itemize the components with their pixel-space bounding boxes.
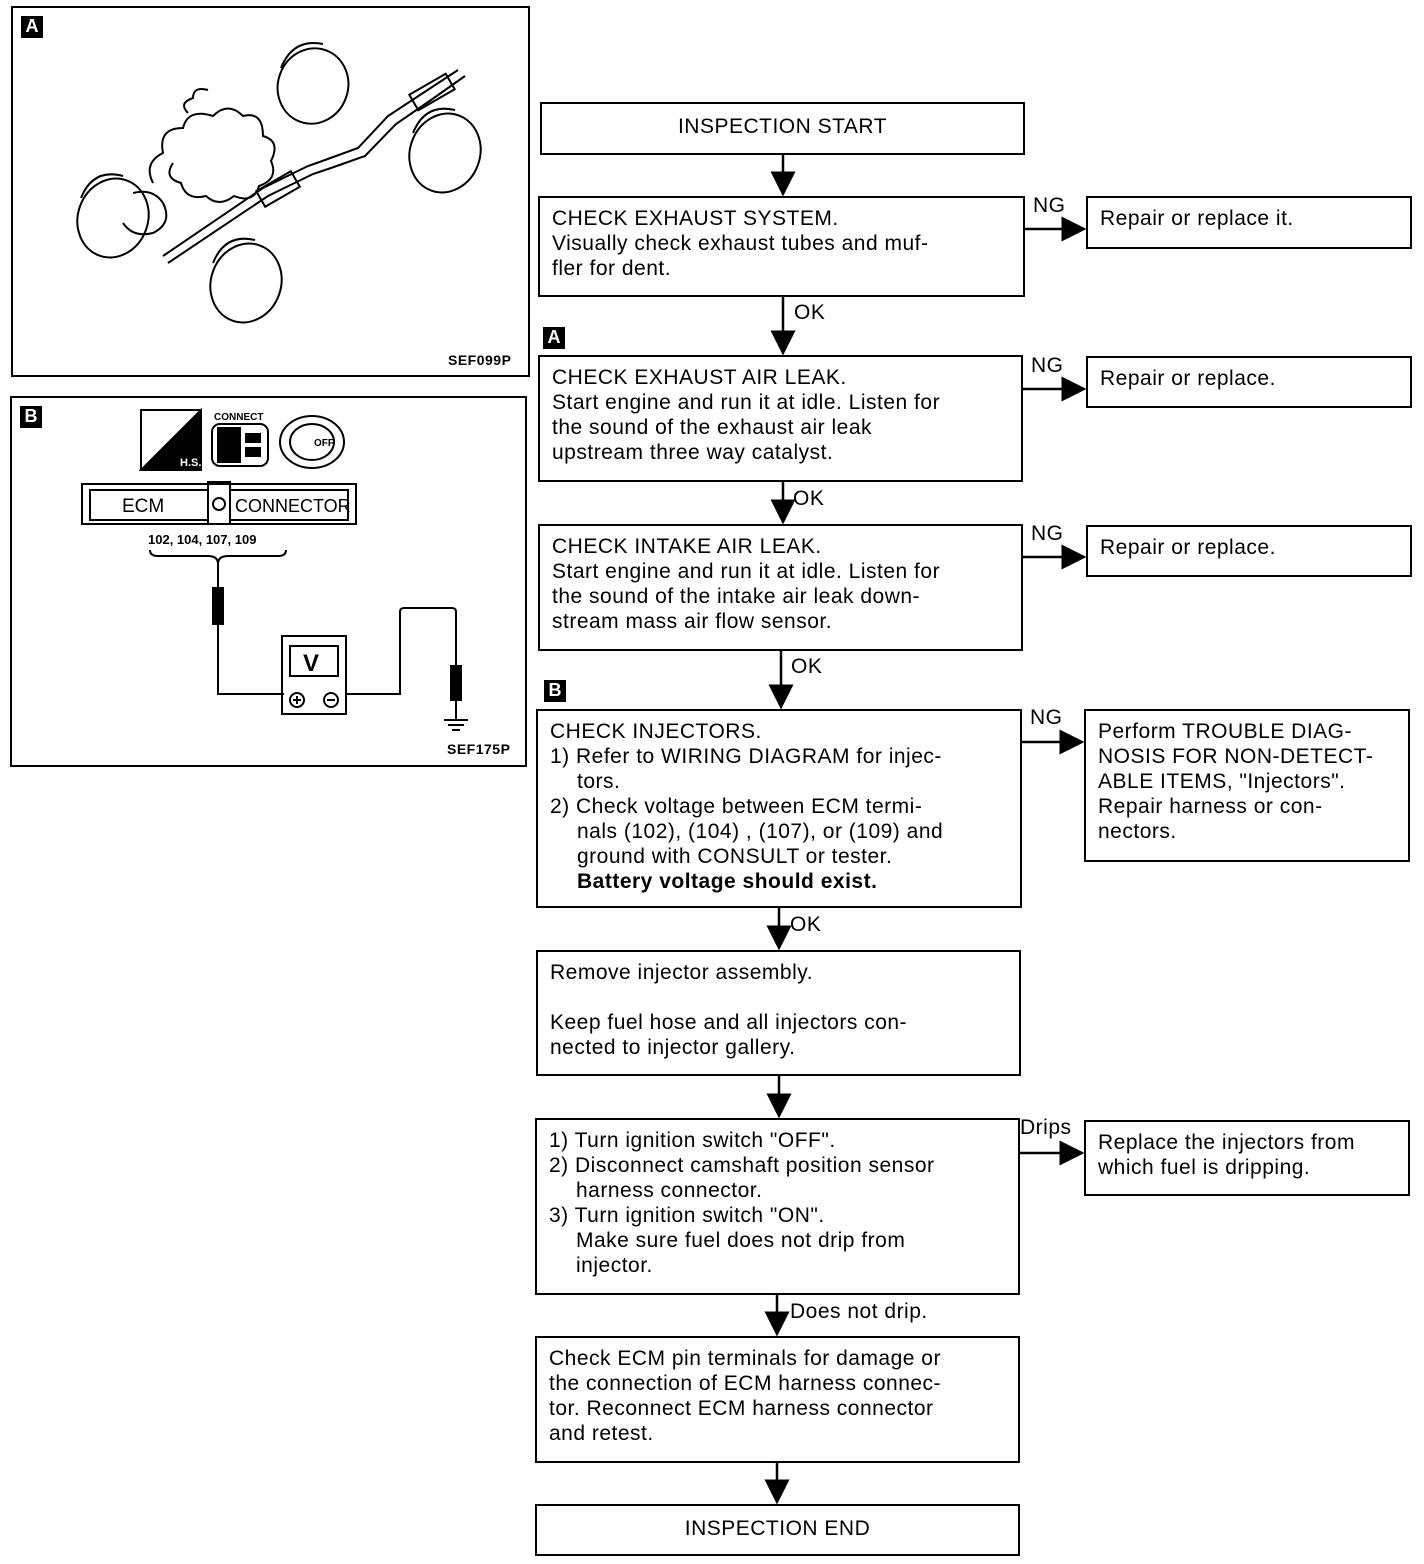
illustration-panel-a: A SEF099P <box>11 6 530 377</box>
panel-b-code: SEF175P <box>447 741 511 757</box>
step1-line: fler for dent. <box>552 257 672 280</box>
check-exhaust-air-leak-box: CHECK EXHAUST AIR LEAK. Start engine and… <box>538 355 1023 482</box>
step3-line: CHECK INTAKE AIR LEAK. <box>552 535 822 558</box>
connect-label: CONNECT <box>214 412 263 423</box>
step4-line: 2) Check voltage between ECM termi- <box>550 795 923 818</box>
step5-line: Keep fuel hose and all injectors con- <box>550 1011 908 1034</box>
step2-line: upstream three way catalyst. <box>552 441 834 464</box>
voltmeter-icon <box>281 635 347 715</box>
step4-ng-line: NOSIS FOR NON-DETECT- <box>1098 745 1374 768</box>
panel-a-code: SEF099P <box>448 352 512 368</box>
step3-line: Start engine and run it at idle. Listen … <box>552 560 941 583</box>
ng-label: NG <box>1031 354 1064 377</box>
panel-b-tag: B <box>20 406 42 428</box>
check-intake-air-leak-box: CHECK INTAKE AIR LEAK. Start engine and … <box>538 524 1023 651</box>
ok-label: OK <box>790 913 822 936</box>
step6-line: 1) Turn ignition switch "OFF". <box>549 1129 836 1152</box>
step4-line: 1) Refer to WIRING DIAGRAM for injec- <box>550 745 942 768</box>
step5-line: nected to injector gallery. <box>550 1036 796 1059</box>
step1-line: CHECK EXHAUST SYSTEM. <box>552 207 839 230</box>
trouble-diagnosis-box: Perform TROUBLE DIAG- NOSIS FOR NON-DETE… <box>1084 709 1410 862</box>
wiring-diagram: H.S. CONNECT OFF ECM CONNECTOR 102, 104,… <box>81 407 468 731</box>
connect-symbol-icon <box>211 423 269 467</box>
step2-tag: A <box>543 327 565 349</box>
step4-emphasis: Battery voltage should exist. <box>577 870 878 893</box>
step6-line: Make sure fuel does not drip from <box>576 1229 906 1252</box>
connector-label: CONNECTOR <box>235 496 351 516</box>
check-exhaust-system-box: CHECK EXHAUST SYSTEM. Visually check exh… <box>538 196 1025 297</box>
drips-label: Drips <box>1020 1116 1072 1139</box>
ok-label: OK <box>791 655 823 678</box>
ok-label: OK <box>793 487 825 510</box>
exhaust-system-illustration <box>76 42 482 324</box>
step5-line: Remove injector assembly. <box>550 961 814 984</box>
illustration-panel-b: B <box>10 396 527 767</box>
step4-title: CHECK INJECTORS. <box>550 720 762 743</box>
ok-label: OK <box>794 301 826 324</box>
does-not-drip-label: Does not drip. <box>790 1300 928 1323</box>
step4-line: ground with CONSULT or tester. <box>577 845 893 868</box>
terminals-label: 102, 104, 107, 109 <box>148 532 256 547</box>
step4-ng-line: Perform TROUBLE DIAG- <box>1098 720 1352 743</box>
hs-label: H.S. <box>180 457 201 469</box>
step6-branch-line: Replace the injectors from <box>1098 1131 1355 1154</box>
step7-line: and retest. <box>549 1422 654 1445</box>
step3-line: the sound of the intake air leak down- <box>552 585 921 608</box>
step1-line: Visually check exhaust tubes and muf- <box>552 232 929 255</box>
replace-injectors-box: Replace the injectors from which fuel is… <box>1084 1120 1410 1196</box>
repair-replace-it-box: Repair or replace it. <box>1086 196 1412 249</box>
ignition-key-icon <box>279 415 345 469</box>
inspection-end-label: INSPECTION END <box>684 1517 871 1540</box>
step3-ng-label: Repair or replace. <box>1100 536 1276 559</box>
step7-line: the connection of ECM harness connec- <box>549 1372 942 1395</box>
step7-line: tor. Reconnect ECM harness connector <box>549 1397 934 1420</box>
step6-branch-line: which fuel is dripping. <box>1098 1156 1311 1179</box>
step4-tag: B <box>544 680 566 702</box>
step2-ng-label: Repair or replace. <box>1100 367 1276 390</box>
step6-line: injector. <box>576 1254 653 1277</box>
step4-ng-line: Repair harness or con- <box>1098 795 1323 818</box>
step6-line: 2) Disconnect camshaft position sensor <box>549 1154 935 1177</box>
inspection-start-label: INSPECTION START <box>677 115 888 138</box>
step6-line: 3) Turn ignition switch "ON". <box>549 1204 825 1227</box>
panel-a-tag: A <box>21 16 43 38</box>
step4-line: nals (102), (104) , (107), or (109) and <box>577 820 944 843</box>
step2-line: Start engine and run it at idle. Listen … <box>552 391 941 414</box>
inspection-start-box: INSPECTION START <box>540 102 1025 155</box>
check-injectors-box: CHECK INJECTORS. 1) Refer to WIRING DIAG… <box>536 709 1022 908</box>
check-ecm-terminals-box: Check ECM pin terminals for damage or th… <box>535 1336 1020 1463</box>
step4-line: tors. <box>577 770 621 793</box>
step2-line: the sound of the exhaust air leak <box>552 416 873 439</box>
ng-label: NG <box>1033 194 1066 217</box>
ecm-label: ECM <box>122 496 164 517</box>
meter-label: V <box>303 650 319 677</box>
inspection-end-box: INSPECTION END <box>535 1504 1020 1556</box>
repair-replace-box-1: Repair or replace. <box>1086 356 1412 408</box>
step6-line: harness connector. <box>576 1179 763 1202</box>
ng-label: NG <box>1030 706 1063 729</box>
step4-ng-line: ABLE ITEMS, "Injectors". <box>1098 770 1346 793</box>
step4-ng-line: nectors. <box>1098 820 1177 843</box>
remove-injector-box: Remove injector assembly. Keep fuel hose… <box>536 950 1021 1076</box>
step3-line: stream mass air flow sensor. <box>552 610 833 633</box>
ignition-check-box: 1) Turn ignition switch "OFF". 2) Discon… <box>535 1118 1020 1295</box>
repair-replace-box-2: Repair or replace. <box>1086 525 1412 577</box>
step7-line: Check ECM pin terminals for damage or <box>549 1347 941 1370</box>
off-label: OFF <box>314 438 334 449</box>
step2-line: CHECK EXHAUST AIR LEAK. <box>552 366 847 389</box>
step1-ng-label: Repair or replace it. <box>1100 207 1294 230</box>
ng-label: NG <box>1031 522 1064 545</box>
